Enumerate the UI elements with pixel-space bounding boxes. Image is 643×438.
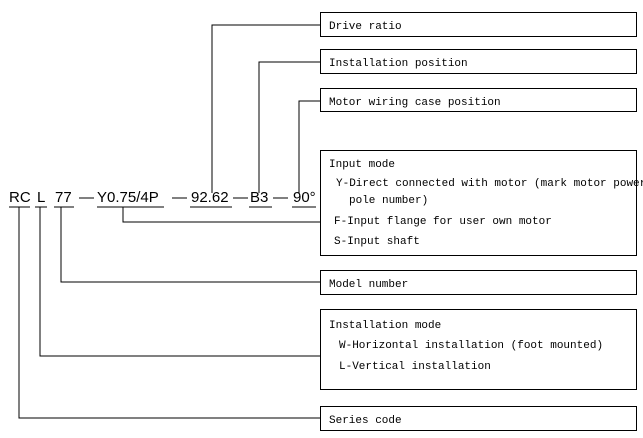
dash-1: —: [79, 189, 94, 206]
connector-motor-wiring: [298, 100, 320, 193]
drive-ratio-label: Drive ratio: [329, 21, 402, 33]
dash-3: —: [233, 189, 248, 206]
connector-lines: [18, 24, 320, 419]
input-mode-y-line1: Y-Direct connected with motor (mark moto…: [336, 178, 643, 190]
connector-installation-mode: [39, 207, 320, 357]
connector-model-number: [60, 207, 320, 283]
model-code-string: RC L 77 — Y0.75/4P — 92.62 — B3 — 90°: [9, 189, 316, 208]
series-code-label: Series code: [329, 415, 402, 427]
input-mode-s: S-Input shaft: [334, 236, 420, 248]
connector-drive-ratio: [211, 24, 320, 193]
box-drive-ratio: Drive ratio: [320, 12, 637, 37]
installation-position-label: Installation position: [329, 58, 468, 70]
model-code-text: 77: [55, 189, 72, 206]
model-number-label: Model number: [329, 279, 408, 291]
input-mode-title: Input mode: [329, 159, 395, 171]
motor-wiring-label: Motor wiring case position: [329, 97, 501, 109]
ratio-code-text: 92.62: [191, 189, 229, 206]
mount-code-text: B3: [250, 189, 268, 206]
input-mode-f: F-Input flange for user own motor: [334, 216, 552, 228]
box-model-number: Model number: [320, 270, 637, 295]
box-motor-wiring: Motor wiring case position: [320, 88, 637, 112]
box-installation-position: Installation position: [320, 49, 637, 74]
input-code-text: Y0.75/4P: [97, 189, 159, 206]
input-mode-y-line2: pole number): [349, 195, 428, 207]
angle-code-text: 90°: [293, 189, 316, 206]
dash-4: —: [273, 189, 288, 206]
installation-mode-title: Installation mode: [329, 320, 441, 332]
installation-mode-w: W-Horizontal installation (foot mounted): [339, 340, 603, 352]
mode-code-text: L: [37, 189, 45, 206]
box-installation-mode: Installation mode W-Horizontal installat…: [320, 309, 637, 390]
connector-series-code: [18, 207, 320, 419]
dash-2: —: [172, 189, 187, 206]
connector-input-mode: [122, 207, 320, 223]
installation-mode-l: L-Vertical installation: [339, 361, 491, 373]
box-input-mode: Input mode Y-Direct connected with motor…: [320, 150, 643, 256]
series-code-text: RC: [9, 189, 31, 206]
connector-installation-position: [258, 61, 320, 193]
box-series-code: Series code: [320, 406, 637, 431]
